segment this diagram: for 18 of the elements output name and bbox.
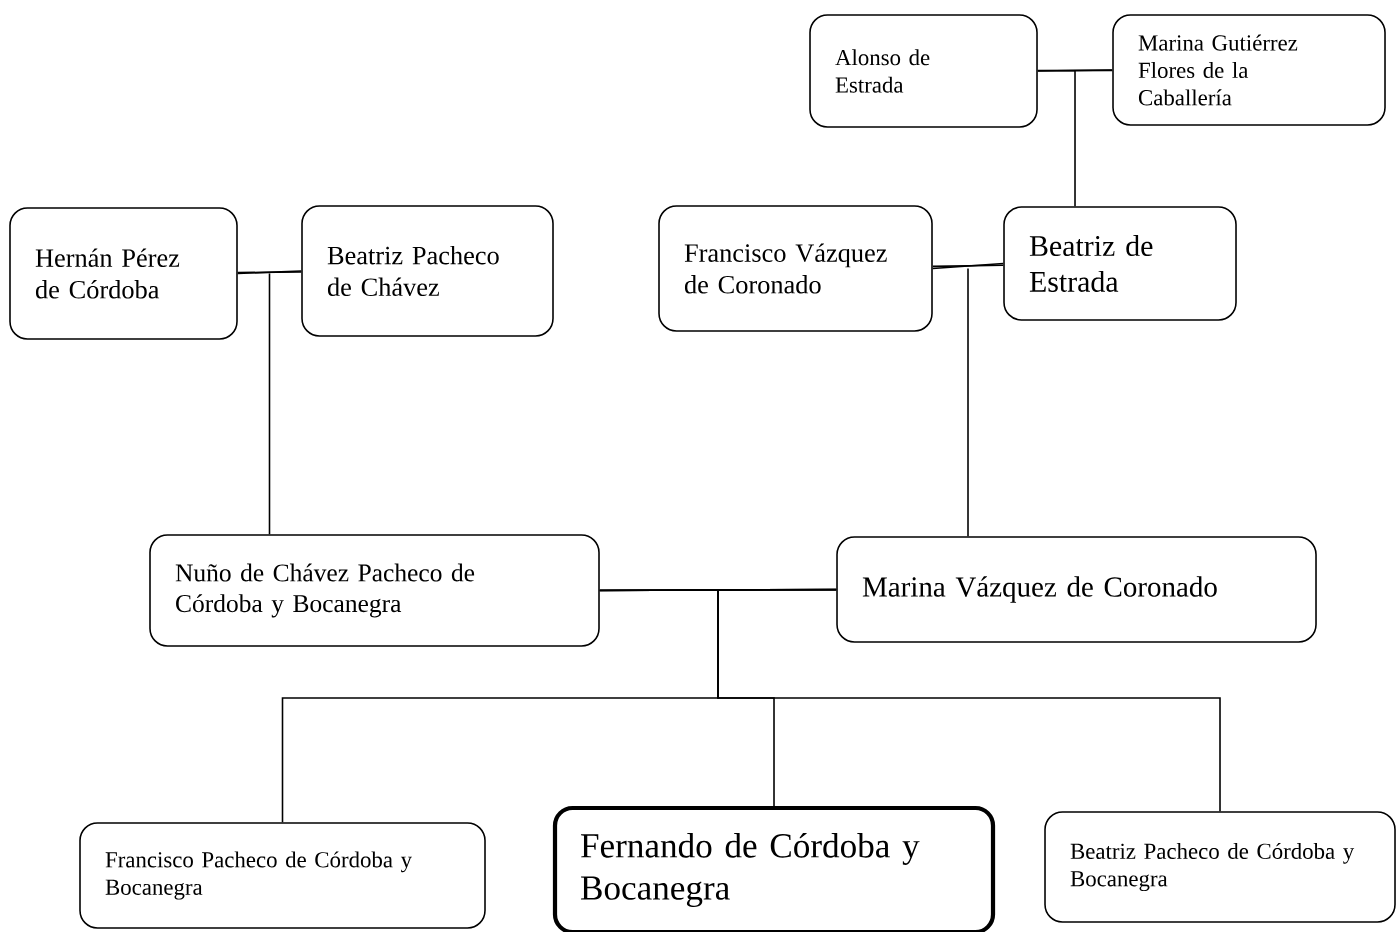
descent-line — [599, 588, 1221, 812]
person-box: Francisco Pacheco de Córdoba y Bocanegra — [79, 822, 486, 929]
person-box: Marina Gutiérrez Flores de la Caballería — [1112, 14, 1386, 126]
person-box: Beatriz Pacheco de Chávez — [301, 205, 554, 337]
descent-line — [1037, 69, 1113, 207]
person-box: Francisco Vázquez de Coronado — [658, 205, 933, 332]
descent-line — [237, 270, 302, 535]
person-box: Beatriz Pacheco de Córdoba y Bocanegra — [1044, 811, 1396, 923]
marriage-line — [932, 264, 1004, 268]
person-box: Fernando de Córdoba y Bocanegra — [552, 805, 996, 932]
marriage-line — [237, 271, 302, 274]
person-box: Alonso de Estrada — [809, 14, 1038, 128]
marriage-line — [599, 589, 837, 591]
person-box: Nuño de Chávez Pacheco de Córdoba y Bocanegra — [149, 534, 600, 647]
person-box: Marina Vázquez de Coronado — [836, 536, 1317, 643]
person-box: Beatriz de Estrada — [1003, 206, 1237, 321]
descent-line — [932, 262, 1004, 537]
person-box: Hernán Pérez de Córdoba — [9, 207, 238, 340]
